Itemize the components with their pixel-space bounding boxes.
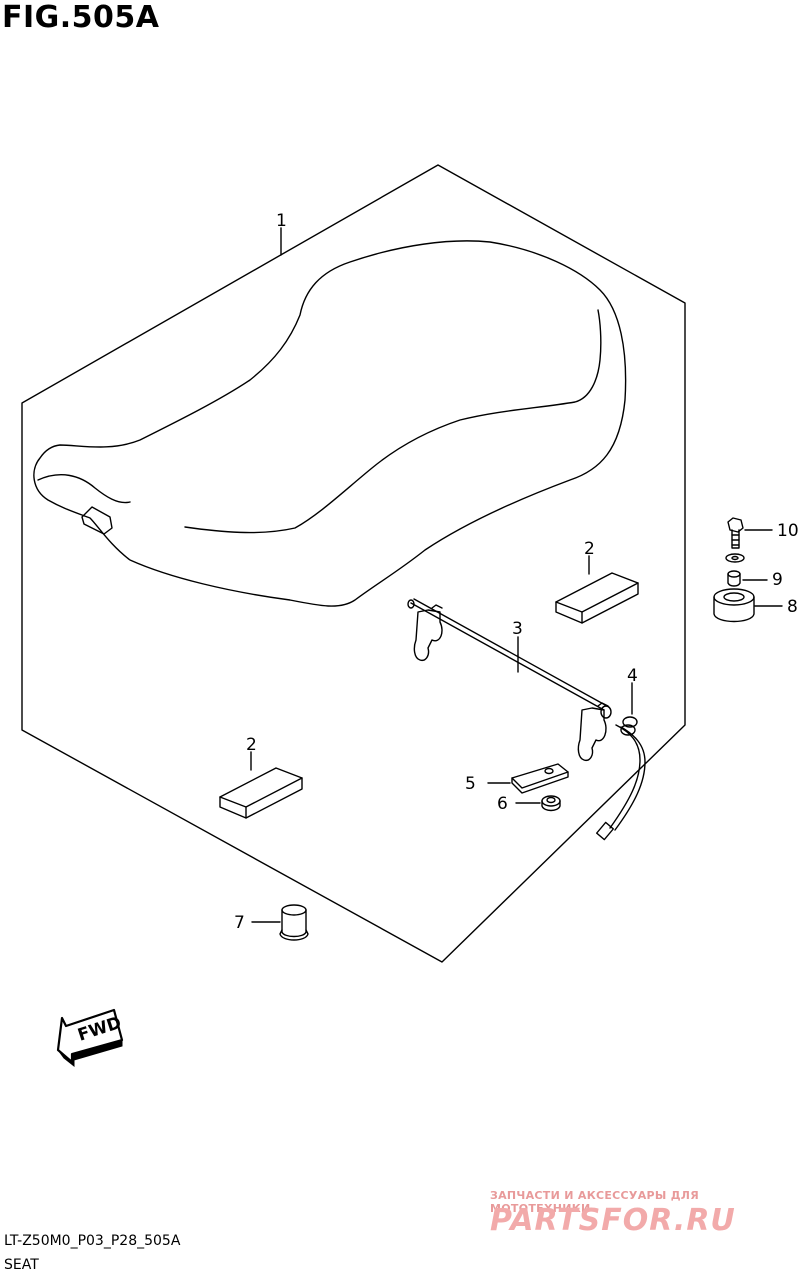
- cable-part: [595, 716, 646, 841]
- callout-8: 8: [787, 597, 798, 617]
- hook-rod-part: [407, 598, 612, 762]
- pad-part-lower: [219, 767, 303, 819]
- pad-part-upper: [555, 572, 639, 624]
- callout-5: 5: [465, 774, 476, 794]
- nut-part: [541, 795, 561, 812]
- callout-2-upper: 2: [584, 539, 595, 559]
- cushion-part: [279, 904, 309, 941]
- watermark-logo: PARTSFOR.RU: [490, 1203, 736, 1238]
- seat-part: [33, 240, 627, 607]
- callout-6: 6: [497, 794, 508, 814]
- figure-name: SEAT: [4, 1257, 39, 1273]
- callout-2-lower: 2: [246, 735, 257, 755]
- bolt-part: [727, 517, 744, 549]
- figure-title: FIG.505A: [2, 0, 160, 35]
- spacer-part: [727, 570, 741, 587]
- callout-9: 9: [772, 570, 783, 590]
- callout-7: 7: [234, 913, 245, 933]
- callout-1: 1: [276, 211, 287, 231]
- assembly-boundary: [21, 164, 686, 963]
- washer-part: [725, 553, 745, 563]
- forward-direction-arrow: FWD: [56, 1008, 124, 1068]
- callout-labels: 1 2 2 3 4 5 6 7 8 9 10: [234, 211, 799, 933]
- figure-code: LT-Z50M0_P03_P28_505A: [4, 1233, 181, 1249]
- plate-part: [511, 763, 569, 794]
- callout-3: 3: [512, 619, 523, 639]
- callout-10: 10: [777, 521, 799, 541]
- collar-part: [713, 588, 755, 623]
- watermark-tagline: ЗАПЧАСТИ И АКСЕССУАРЫ ДЛЯ МОТОТЕХНИКИ: [490, 1189, 700, 1215]
- callout-4: 4: [627, 666, 638, 686]
